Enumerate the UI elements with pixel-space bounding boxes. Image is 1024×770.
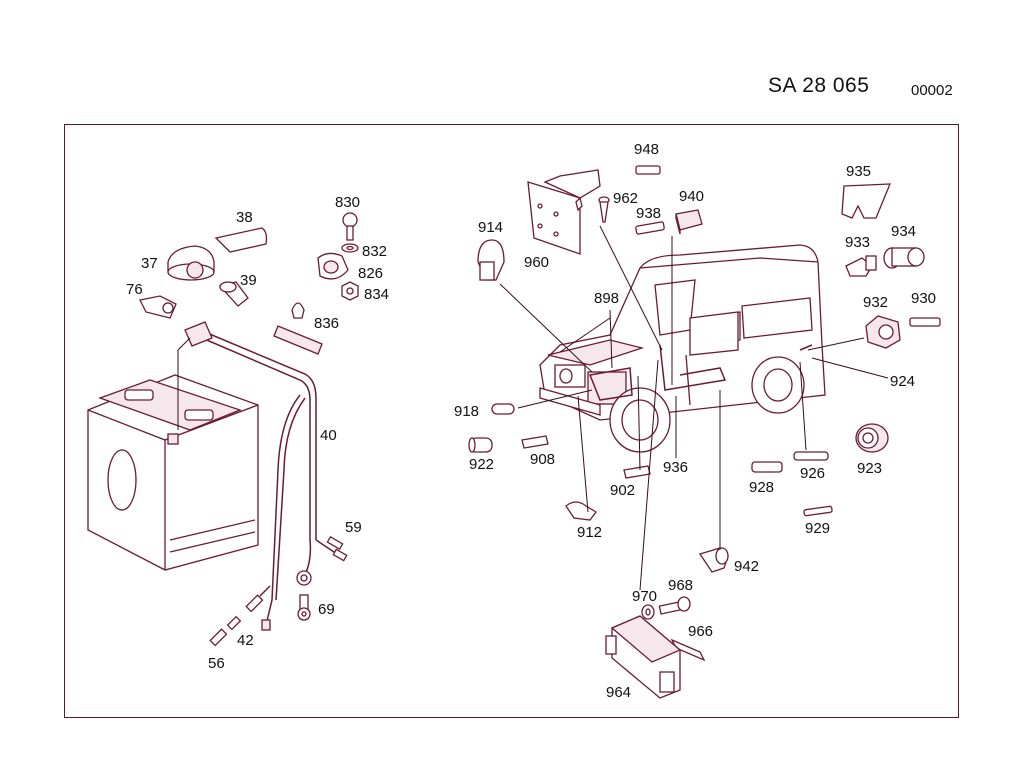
diagram-frame — [64, 124, 959, 718]
callout-966: 966 — [688, 623, 713, 640]
callout-962: 962 — [613, 190, 638, 207]
callout-932: 932 — [863, 294, 888, 311]
callout-37: 37 — [141, 255, 158, 272]
sensor-934 — [883, 247, 925, 269]
callout-960: 960 — [524, 254, 549, 271]
terminal-cap-37 — [167, 245, 215, 281]
callout-38: 38 — [236, 209, 253, 226]
connector-930 — [909, 317, 941, 327]
callout-898: 898 — [594, 290, 619, 307]
callout-924: 924 — [890, 373, 915, 390]
callout-970: 970 — [632, 588, 657, 605]
connector-932 — [865, 315, 901, 349]
callout-832: 832 — [362, 243, 387, 260]
callout-59: 59 — [345, 519, 362, 536]
diagram-code: SA 28 065 — [768, 74, 870, 97]
callout-934: 934 — [891, 223, 916, 240]
callout-940: 940 — [679, 188, 704, 205]
bracket-960 — [527, 169, 601, 255]
callout-923: 923 — [857, 460, 882, 477]
terminal-908 — [521, 435, 549, 449]
sleeve-918 — [491, 403, 515, 415]
boot-942 — [698, 547, 729, 573]
boot-39 — [218, 281, 249, 307]
grommet-923 — [855, 423, 889, 453]
callout-918: 918 — [454, 403, 479, 420]
battery-cable-thin — [261, 394, 306, 631]
connector-42 — [245, 585, 271, 613]
callout-40: 40 — [320, 427, 337, 444]
callout-935: 935 — [846, 163, 871, 180]
callout-936: 936 — [663, 459, 688, 476]
callout-942: 942 — [734, 558, 759, 575]
battery-cable-positive — [177, 321, 317, 586]
relay-940 — [675, 209, 703, 235]
nut-834 — [341, 281, 359, 301]
callout-928: 928 — [749, 479, 774, 496]
callout-76: 76 — [126, 281, 143, 298]
connector-59 — [315, 536, 348, 562]
callout-902: 902 — [610, 482, 635, 499]
callout-912: 912 — [577, 524, 602, 541]
callout-929: 929 — [805, 520, 830, 537]
screw-830 — [342, 212, 358, 241]
callout-964: 964 — [606, 684, 631, 701]
sleeve-922 — [468, 437, 493, 453]
callout-39: 39 — [240, 272, 257, 289]
callout-968: 968 — [668, 577, 693, 594]
ring-terminal-69 — [297, 594, 311, 621]
callout-56: 56 — [208, 655, 225, 672]
control-unit-964 — [605, 615, 682, 699]
boot-912 — [565, 501, 597, 521]
callout-830: 830 — [335, 194, 360, 211]
boot-914 — [477, 239, 505, 281]
connector-948 — [635, 165, 661, 175]
connector-926 — [793, 451, 829, 461]
callout-948: 948 — [634, 141, 659, 158]
connector-56 — [209, 615, 242, 647]
connector-928 — [751, 461, 783, 473]
washer-832 — [341, 243, 359, 253]
connector-938 — [635, 221, 665, 235]
washer-970 — [641, 604, 655, 620]
callout-930: 930 — [911, 290, 936, 307]
vehicle — [539, 244, 826, 453]
callout-69: 69 — [318, 601, 335, 618]
callout-938: 938 — [636, 205, 661, 222]
callout-926: 926 — [800, 465, 825, 482]
sensor-933 — [845, 255, 877, 277]
terminal-902 — [623, 465, 651, 479]
callout-42: 42 — [237, 632, 254, 649]
clamp-826 — [317, 252, 349, 280]
screw-962 — [598, 196, 610, 223]
strap-836 — [273, 302, 323, 355]
sheet-number: 00002 — [911, 82, 953, 99]
callout-836: 836 — [314, 315, 339, 332]
callout-834: 834 — [364, 286, 389, 303]
callout-922: 922 — [469, 456, 494, 473]
callout-labels: 38 37 39 76 830 832 826 834 836 40 59 69… — [126, 141, 936, 701]
battery — [87, 374, 259, 571]
callout-914: 914 — [478, 219, 503, 236]
cover-935 — [841, 183, 891, 219]
terminal-929 — [803, 505, 833, 517]
callout-933: 933 — [845, 234, 870, 251]
cover-38 — [214, 227, 268, 253]
leader-lines — [499, 225, 889, 591]
screw-968 — [658, 596, 691, 615]
callout-908: 908 — [530, 451, 555, 468]
clamp-76 — [139, 295, 177, 319]
callout-826: 826 — [358, 265, 383, 282]
